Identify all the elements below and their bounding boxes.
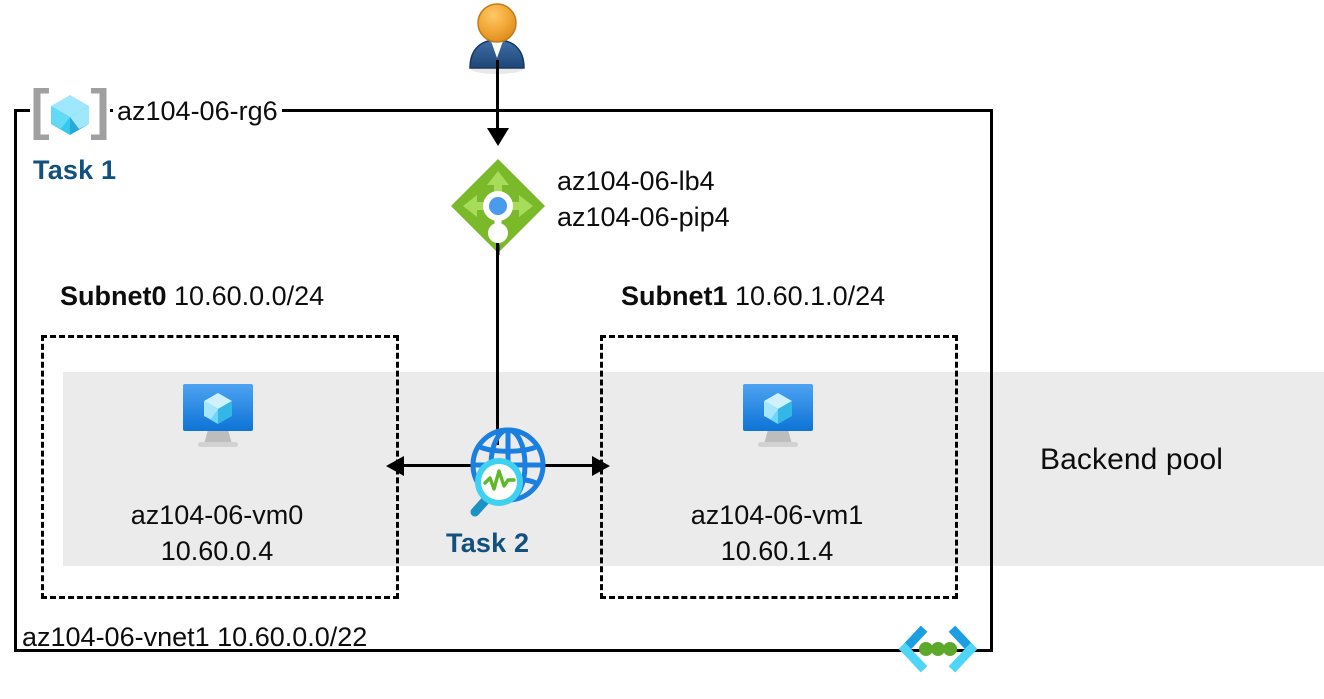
vm1-ip: 10.60.1.4: [720, 536, 834, 566]
vnet-cidr: 10.60.0.0/22: [217, 622, 368, 652]
subnet1-cidr: 10.60.1.0/24: [735, 281, 886, 311]
resource-group-border-top: [14, 109, 993, 112]
virtual-network-icon: [898, 625, 978, 673]
arrow-user-to-lb-line: [496, 60, 499, 132]
public-ip-name: az104-06-pip4: [557, 202, 730, 232]
arrow-user-to-lb-head: [487, 128, 509, 146]
resource-group-border-bottom: [14, 649, 993, 652]
backend-pool-band: [63, 372, 1324, 566]
virtual-machine-icon: [183, 384, 253, 447]
task-2-label: Task 2: [446, 528, 530, 558]
resource-group-border-right: [990, 109, 993, 652]
vm0-ip: 10.60.0.4: [160, 536, 274, 566]
line-lb-to-watcher: [496, 243, 499, 445]
subnet0-title: Subnet0 10.60.0.0/24: [60, 281, 324, 312]
subnet0-cidr: 10.60.0.0/24: [174, 281, 325, 311]
subnet0-name: Subnet0: [60, 281, 167, 311]
backend-pool-label: Backend pool: [1040, 443, 1224, 476]
user-icon: [469, 3, 525, 74]
load-balancer-icon: [451, 159, 545, 255]
vnet-name: az104-06-vnet1: [22, 622, 210, 652]
subnet1-title: Subnet1 10.60.1.0/24: [621, 281, 885, 312]
resource-group-border-left: [14, 109, 17, 652]
arrow-between-subnets-head-left: [386, 456, 404, 476]
resource-group-label: az104-06-rg6: [113, 96, 282, 127]
vm0-labels: az104-06-vm0 10.60.0.4: [52, 497, 382, 569]
task-1-label: Task 1: [33, 155, 117, 185]
load-balancer-name: az104-06-lb4: [557, 166, 715, 196]
vm1-name: az104-06-vm1: [690, 500, 864, 530]
network-watcher-icon: [470, 427, 546, 517]
resource-group-icon: [33, 88, 107, 140]
arrow-between-subnets-head-right: [592, 456, 610, 476]
vm1-labels: az104-06-vm1 10.60.1.4: [612, 497, 942, 569]
vnet-label: az104-06-vnet1 10.60.0.0/22: [22, 622, 367, 653]
vm0-name: az104-06-vm0: [130, 500, 304, 530]
subnet1-name: Subnet1: [621, 281, 728, 311]
load-balancer-labels: az104-06-lb4 az104-06-pip4: [557, 163, 730, 235]
virtual-machine-icon: [743, 384, 813, 447]
